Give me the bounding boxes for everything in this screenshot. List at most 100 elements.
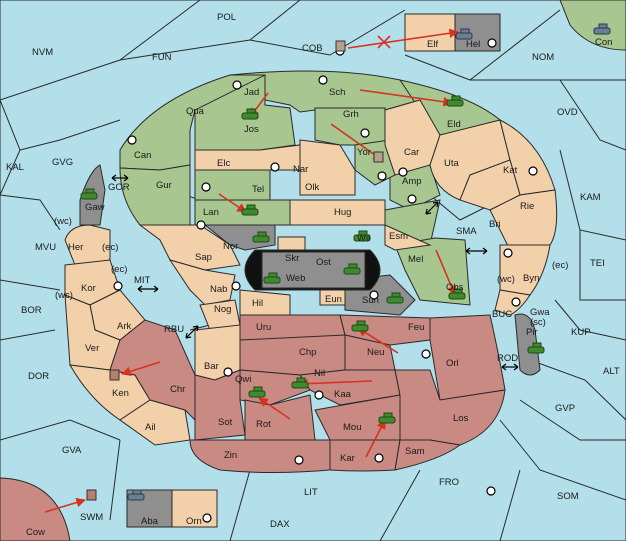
label-con: Con: [595, 37, 612, 48]
supply-center-marker: [421, 349, 431, 359]
label-coast-kor-ec: (ec): [111, 264, 127, 275]
label-gwa: Gwa: [530, 307, 550, 318]
fleet-ken: [109, 369, 120, 381]
label-dor: DOR: [28, 371, 49, 382]
supply-center-marker: [127, 135, 137, 145]
label-coast-her-ec: (ec): [102, 242, 118, 253]
label-uta: Uta: [444, 158, 460, 169]
supply-center-marker: [487, 38, 497, 48]
label-sch: Sch: [329, 87, 345, 98]
supply-center-marker: [223, 367, 233, 377]
province-her[interactable]: [64, 224, 111, 266]
label-chp: Chp: [299, 347, 316, 358]
move-arrow-cow-swm: [44, 497, 86, 513]
province-zin[interactable]: [189, 439, 331, 473]
move-arrow-kaa-nil: [298, 378, 373, 389]
label-kup: KUP: [571, 327, 591, 338]
province-hil[interactable]: [239, 289, 291, 316]
province-wil[interactable]: [384, 224, 432, 251]
green-army-web: [263, 272, 281, 284]
province-ail[interactable]: [119, 399, 191, 446]
province-nar-olk[interactable]: [299, 139, 356, 196]
label-bor: BOR: [21, 305, 42, 316]
label-obs: Obs: [446, 282, 464, 293]
label-gvp: GVP: [555, 403, 575, 414]
province-nab[interactable]: [168, 259, 236, 306]
label-nom: NOM: [532, 52, 554, 63]
green-army-sun: [386, 292, 404, 304]
label-ovd: OVD: [557, 107, 578, 118]
green-army-nil: [291, 377, 309, 389]
province-elf[interactable]: [404, 13, 456, 52]
label-kaa: Kaa: [334, 389, 352, 400]
supply-center-marker: [314, 390, 324, 400]
label-hil: Hil: [252, 298, 263, 309]
gray-army-con: [593, 23, 611, 35]
province-nor[interactable]: [203, 224, 276, 251]
supply-centers: [113, 38, 538, 523]
label-hug: Hug: [334, 207, 351, 218]
label-eld: Eld: [447, 119, 461, 130]
province-pir[interactable]: [514, 313, 541, 376]
label-jad: Jad: [244, 87, 259, 98]
supply-center-marker: [398, 167, 408, 177]
label-lan: Lan: [203, 207, 219, 218]
label-mvu: MVU: [35, 242, 56, 253]
label-kat: Kat: [503, 165, 518, 176]
label-nab: Nab: [210, 284, 227, 295]
green-army-gaw: [80, 188, 98, 200]
label-grh: Grh: [343, 109, 359, 120]
label-gvg: GVG: [52, 157, 73, 168]
label-web: Web: [286, 273, 305, 284]
label-zin: Zin: [224, 450, 237, 461]
label-coast-her-wc: (wc): [54, 216, 72, 227]
province-sap[interactable]: [138, 224, 241, 271]
label-nil: Nil: [314, 368, 325, 379]
land-labels: Elf Hel Con Jad Sch Qua Jos Grh Eld Can …: [26, 37, 612, 538]
move-arrow-mel-obs: [435, 249, 457, 296]
label-mit: MIT: [134, 275, 151, 286]
label-elf: Elf: [427, 39, 438, 50]
label-orn: Orn: [186, 516, 202, 527]
move-arrow-cob-hel: [347, 28, 459, 49]
label-elc: Elc: [217, 158, 230, 169]
label-pol: POL: [217, 12, 236, 23]
label-skr: Skr: [285, 253, 299, 264]
supply-center-marker: [360, 128, 370, 138]
supply-center-marker: [231, 281, 241, 291]
supply-center-marker: [270, 162, 280, 172]
supply-center-marker: [511, 297, 521, 307]
green-army-lan: [241, 204, 259, 216]
gray-army-hel: [455, 28, 473, 40]
green-army-feu: [351, 320, 369, 332]
label-byn: Byn: [523, 273, 539, 284]
province-orn[interactable]: [171, 489, 218, 528]
label-gva: GVA: [62, 445, 82, 456]
label-sot: Sot: [218, 417, 233, 428]
label-chr: Chr: [170, 384, 185, 395]
label-ver: Ver: [85, 343, 99, 354]
label-gor: GOR: [108, 182, 130, 193]
label-neu: Neu: [367, 347, 384, 358]
label-yor: Yor: [357, 147, 371, 158]
label-orl: Orl: [446, 358, 459, 369]
label-amp: Amp: [402, 176, 422, 187]
province-web-ost[interactable]: [261, 251, 366, 289]
province-chp[interactable]: [239, 334, 346, 376]
label-cow: Cow: [26, 527, 45, 538]
province-sam[interactable]: [394, 439, 462, 471]
label-car: Car: [404, 147, 419, 158]
move-arrow-chr-ken: [121, 361, 161, 376]
gray-provinces: [79, 164, 541, 376]
supply-center-marker: [407, 194, 417, 204]
label-rbu: RBU: [164, 324, 184, 335]
fleet-swm: [86, 489, 97, 501]
label-nar: Nar: [293, 164, 308, 175]
label-pir: Pir: [526, 327, 538, 338]
label-feu: Feu: [408, 322, 424, 333]
fleet-cob: [335, 40, 346, 52]
label-tei: TEI: [590, 258, 605, 269]
supply-center-marker: [294, 455, 304, 465]
province-sch[interactable]: [229, 70, 421, 113]
